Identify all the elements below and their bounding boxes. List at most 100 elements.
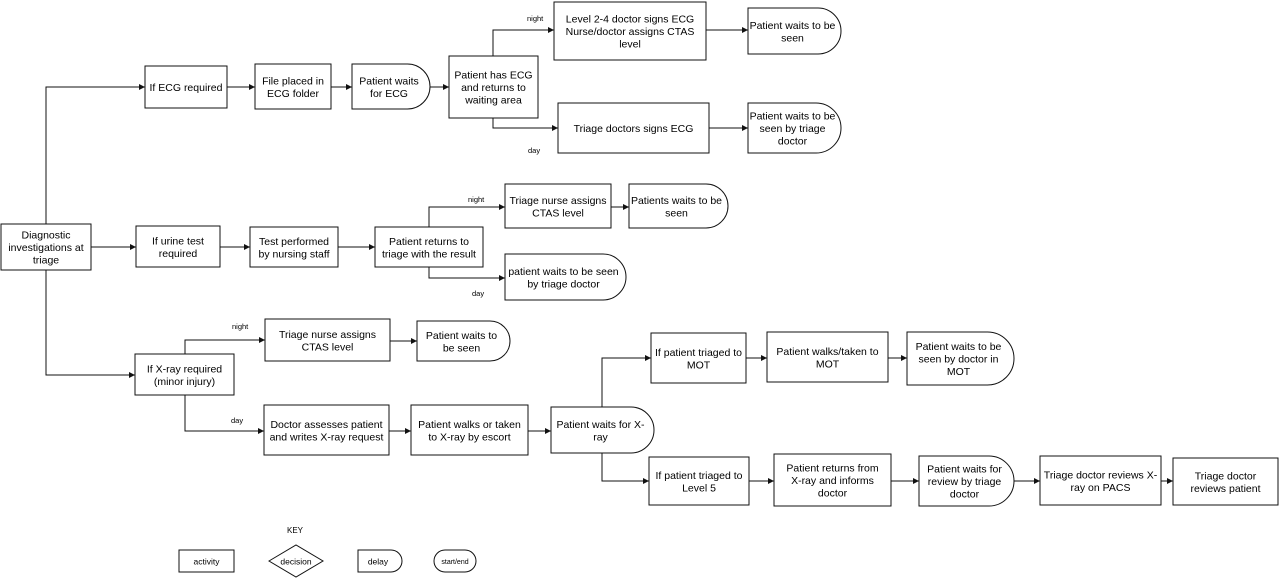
key-startend-shape <box>433 549 477 573</box>
edge-pwx-mot <box>601 355 651 407</box>
node-label: Triage nurse assigns <box>509 195 606 207</box>
edge-hasecg-tdsigns <box>492 118 558 131</box>
node-shape-tdsigns <box>557 102 710 154</box>
node-label: ECG folder <box>267 88 319 100</box>
node-label: seen <box>781 32 804 44</box>
node-label: MOT <box>947 366 971 378</box>
node-ecgreq: If ECG required <box>144 65 228 109</box>
node-label: Patient waits to be <box>916 341 1002 353</box>
node-label: Triage doctors signs ECG <box>574 123 694 135</box>
node-shape-walkmot <box>766 331 889 383</box>
edge-diag-ecg <box>45 84 145 224</box>
node-label: Triage doctor reviews X- <box>1044 469 1158 481</box>
edge-label-ecg-night: night <box>527 14 544 23</box>
edge-hasecg-l24 <box>492 27 554 56</box>
node-label: If patient triaged to <box>656 470 743 482</box>
node-label: Patient has ECG <box>454 70 532 82</box>
node-label: triage with the result <box>382 248 476 260</box>
node-label: If urine test <box>152 235 204 247</box>
node-label: If patient triaged to <box>655 347 742 359</box>
node-shape-file <box>254 63 332 110</box>
node-label: Patient waits to be <box>750 111 836 123</box>
node-label: Level 2-4 doctor signs ECG <box>566 14 694 26</box>
node-label: CTAS level <box>532 207 584 219</box>
node-label: review by triage <box>928 476 1002 488</box>
node-label: Triage nurse assigns <box>279 329 376 341</box>
node-label: to X-ray by escort <box>428 431 510 443</box>
node-label: File placed in <box>262 75 324 87</box>
node-label: ray <box>593 431 608 443</box>
edge-xray-tnctas2 <box>184 337 265 354</box>
node-label: and returns to <box>461 82 526 94</box>
node-label: seen <box>665 207 688 219</box>
node-label: Patient walks or taken <box>418 419 521 431</box>
node-shape-l5 <box>648 456 750 506</box>
node-shape-hasecg <box>448 55 539 119</box>
node-label: MOT <box>687 359 711 371</box>
node-label: Patient waits for X- <box>556 419 645 431</box>
node-shape-ecgreq <box>144 65 228 109</box>
key-startend-label: start/end <box>441 559 468 566</box>
node-shape-pwseen1 <box>747 7 842 55</box>
node-label: Patient waits to be <box>750 20 836 32</box>
node-label: reviews patient <box>1190 483 1260 495</box>
node-shape-pwx <box>550 406 655 454</box>
node-label: Patient walks/taken to <box>776 346 878 358</box>
node-label: Nurse/doctor assigns CTAS <box>566 26 695 38</box>
node-shape-pwtd2 <box>504 253 627 301</box>
node-shape-retx <box>773 453 892 507</box>
key-delay: delay <box>357 549 403 573</box>
node-label: seen by triage <box>760 123 826 135</box>
node-label: be seen <box>443 342 481 354</box>
node-label: Triage doctor <box>1195 470 1257 482</box>
node-label: required <box>159 248 198 260</box>
node-label: doctor <box>950 489 980 501</box>
edge-xray-docass <box>184 395 264 434</box>
node-label: X-ray and informs <box>791 475 874 487</box>
edge-label-xray-night: night <box>232 322 249 331</box>
node-shape-pwmot <box>906 331 1015 386</box>
node-label: Level 5 <box>682 482 716 494</box>
edge-label-urine-night: night <box>468 195 485 204</box>
edge-label-xray-day: day <box>231 416 243 425</box>
edge-label-ecg-day: day <box>528 146 540 155</box>
edge-ret-pwtd2 <box>428 267 505 281</box>
node-xray: If X-ray required(minor injury) <box>134 353 235 396</box>
node-label: Patient returns from <box>786 463 878 475</box>
key-delay-label: delay <box>368 557 389 567</box>
node-label: Patients waits to be <box>631 195 722 207</box>
node-tdrev: Triage doctor reviews X-ray on PACS <box>1039 455 1162 506</box>
node-shape-ret <box>374 226 484 268</box>
node-tdsigns: Triage doctors signs ECG <box>557 102 710 154</box>
node-label: for ECG <box>370 88 408 100</box>
node-label: If X-ray required <box>147 363 222 375</box>
key-decision-label: decision <box>280 557 311 567</box>
node-label: by nursing staff <box>258 248 329 260</box>
node-shape-pwtd1 <box>747 102 842 154</box>
node-label: Patient waits to <box>426 330 497 342</box>
edge-diag-xray <box>45 270 135 378</box>
node-label: MOT <box>816 358 840 370</box>
node-label: doctor <box>818 488 848 500</box>
node-shape-urine <box>135 225 221 268</box>
node-shape-test <box>249 226 339 268</box>
node-shape-tdpat <box>1172 457 1279 506</box>
key-activity-label: activity <box>194 557 221 567</box>
node-label: patient waits to be seen <box>508 266 618 278</box>
